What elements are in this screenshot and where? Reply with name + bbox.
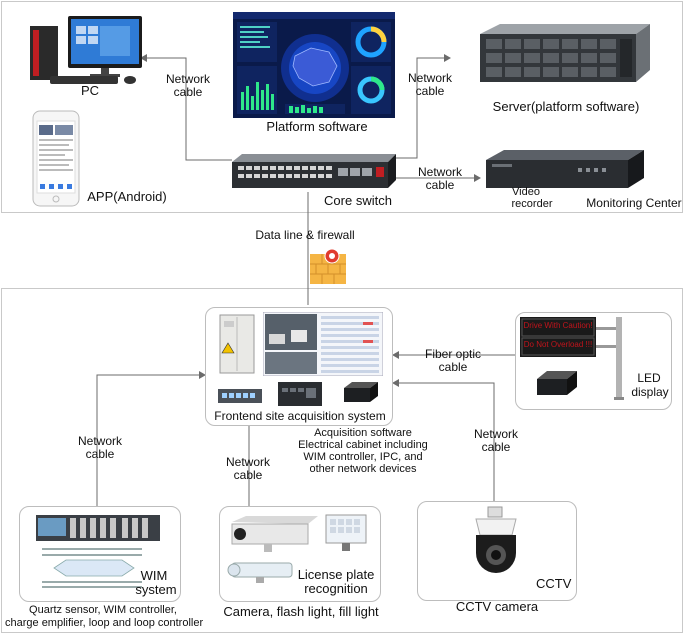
wim-label-line2: system — [135, 582, 177, 597]
network-cable-word: Network — [165, 72, 210, 86]
cctv-caption: CCTV camera — [455, 599, 539, 614]
cctv-dome-camera-icon — [466, 505, 526, 585]
wim-rack-icon — [34, 513, 162, 543]
lpr-label-line2: recognition — [304, 581, 368, 596]
network-cable-word: Network — [473, 427, 518, 441]
wim-caption-line1: Quartz sensor, WIM controller, — [29, 604, 177, 616]
led-pole-icon — [614, 359, 626, 401]
cable-word: cable — [438, 360, 468, 374]
platform-software-label: Platform software — [266, 119, 368, 134]
frontend-site-panel — [1, 288, 683, 633]
wim-label-line1: WIM — [140, 568, 168, 583]
data-line-firewall-label: Data line & firewall — [255, 228, 355, 242]
electrical-cabinet-icon — [218, 313, 258, 375]
led-label-line1: LED — [637, 371, 661, 385]
acq-line-4: other network devices — [309, 463, 417, 475]
camera-caption: Camera, flash light, fill light — [223, 604, 379, 619]
cctv-inner-label: CCTV — [536, 576, 572, 591]
network-cable-word: Network — [225, 455, 270, 469]
wim-sensor-layout-icon — [40, 546, 144, 590]
cable-word: cable — [173, 85, 203, 99]
cable-word: cable — [481, 440, 511, 454]
acq-line-3: WIM controller, IPC, and — [303, 451, 423, 463]
platform-dashboard-screenshot — [233, 12, 395, 118]
network-cable-word: Network — [77, 434, 122, 448]
pc-icon — [28, 14, 146, 86]
firewall-icon — [308, 248, 350, 286]
app-label: APP(Android) — [87, 189, 167, 204]
wim-caption-line2: charge emplifier, loop and loop controll… — [5, 617, 204, 629]
video-recorder-icon — [482, 146, 646, 192]
video-recorder-label-line1: Video — [512, 186, 540, 198]
core-switch-icon — [228, 152, 398, 192]
acquisition-description: Acquisition software Electrical cabinet … — [285, 427, 441, 475]
wim-controller-small-icon — [340, 380, 380, 406]
cable-word: cable — [425, 178, 455, 192]
android-app-icon — [32, 110, 80, 207]
led-sign-text-2: Do Not Overload !!! — [523, 340, 593, 349]
box-camera-icon — [228, 512, 320, 554]
led-controller-icon — [533, 369, 579, 399]
lpr-label-line1: License plate — [297, 567, 375, 582]
led-sign-text-1: Drive With Caution! — [523, 321, 593, 330]
network-cable-word: Network — [407, 71, 452, 85]
server-label: Server(platform software) — [492, 99, 640, 114]
pc-label: PC — [80, 83, 100, 98]
server-icon — [470, 22, 652, 94]
led-label-line2: display — [631, 385, 669, 399]
fiber-word: Fiber optic — [424, 347, 482, 361]
acq-line-2: Electrical cabinet including — [298, 439, 428, 451]
cable-word: cable — [85, 447, 115, 461]
network-switch-small-icon — [216, 385, 266, 407]
frontend-system-label: Frontend site acquisition system — [214, 409, 386, 423]
network-cable-word: Network — [417, 165, 462, 179]
fill-light-icon — [226, 559, 296, 585]
acq-line-1: Acquisition software — [314, 427, 412, 439]
core-switch-label: Core switch — [324, 193, 392, 208]
acquisition-software-screenshot — [262, 311, 384, 377]
ipc-icon — [276, 380, 326, 408]
monitoring-center-title: Monitoring Center — [586, 196, 682, 210]
flash-light-icon — [324, 513, 370, 553]
video-recorder-label-line2: recorder — [511, 198, 553, 210]
cable-word: cable — [415, 84, 445, 98]
led-sign-icon — [518, 315, 630, 361]
monitoring-center-panel — [1, 1, 683, 213]
cable-word: cable — [233, 468, 263, 482]
